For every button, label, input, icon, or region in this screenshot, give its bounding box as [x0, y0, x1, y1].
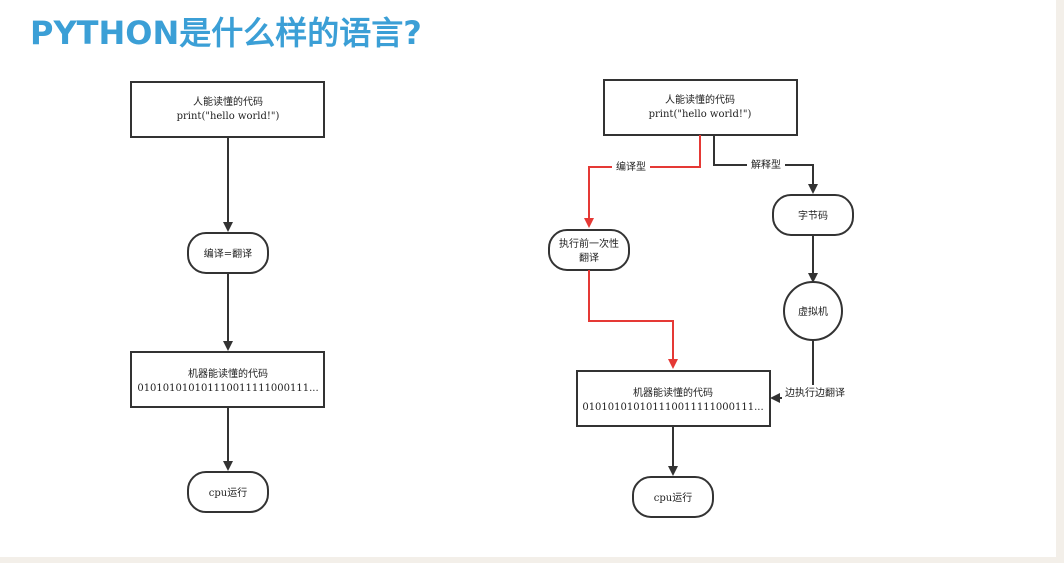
interpreted-label: 解释型: [751, 158, 781, 171]
right-cpu-run-label: cpu运行: [654, 491, 692, 504]
compiled-label: 编译型: [616, 160, 646, 173]
page-title: PYTHON是什么样的语言?: [30, 14, 422, 52]
right-source-code-box: [603, 79, 798, 136]
right-source-code-title: 人能读懂的代码: [665, 93, 735, 106]
left-machine-code-sample: 01010101010111001111100011​1...: [137, 383, 318, 394]
right-cpu-run-node: [632, 476, 714, 518]
exec-translate-label: 边执行边翻译: [785, 386, 845, 399]
compiled-path-arrow: [584, 135, 701, 228]
left-cpu-run-node: [187, 471, 269, 513]
right-machine-code-box: [576, 370, 771, 427]
bytecode-label: 字节码: [798, 209, 828, 222]
left-compile-label: 编译=翻译: [204, 247, 252, 260]
left-source-code-box: [130, 81, 325, 138]
exec-translate-label-bg: [782, 385, 848, 399]
left-machine-code-title: 机器能读懂的代码: [188, 367, 268, 380]
interpreted-label-bg: [747, 157, 785, 171]
right-machine-code-title: 机器能读懂的代码: [633, 386, 713, 399]
one-time-translate-line2: 翻译: [579, 252, 599, 264]
right-source-code-sample: print("hello world!"): [649, 109, 752, 120]
compiled-to-machine-arrow: [588, 270, 678, 369]
right-flowchart: 人能读懂的代码 print("hello world!") 编译型 解释型 执行…: [548, 79, 854, 518]
right-machine-code-sample: 01010101010111001111100011​1...: [582, 402, 763, 413]
left-source-code-sample: print("hello world!"): [177, 111, 280, 122]
left-cpu-run-label: cpu运行: [209, 486, 247, 499]
left-source-code-title: 人能读懂的代码: [193, 95, 263, 108]
left-flowchart: 人能读懂的代码 print("hello world!") 编译=翻译 机器能读…: [130, 81, 325, 513]
vm-label: 虚拟机: [798, 305, 828, 318]
one-time-translate-node: [548, 229, 630, 271]
compiled-label-bg: [612, 159, 650, 173]
one-time-translate-line1: 执行前一次性: [559, 237, 619, 250]
left-machine-code-box: [130, 351, 325, 408]
